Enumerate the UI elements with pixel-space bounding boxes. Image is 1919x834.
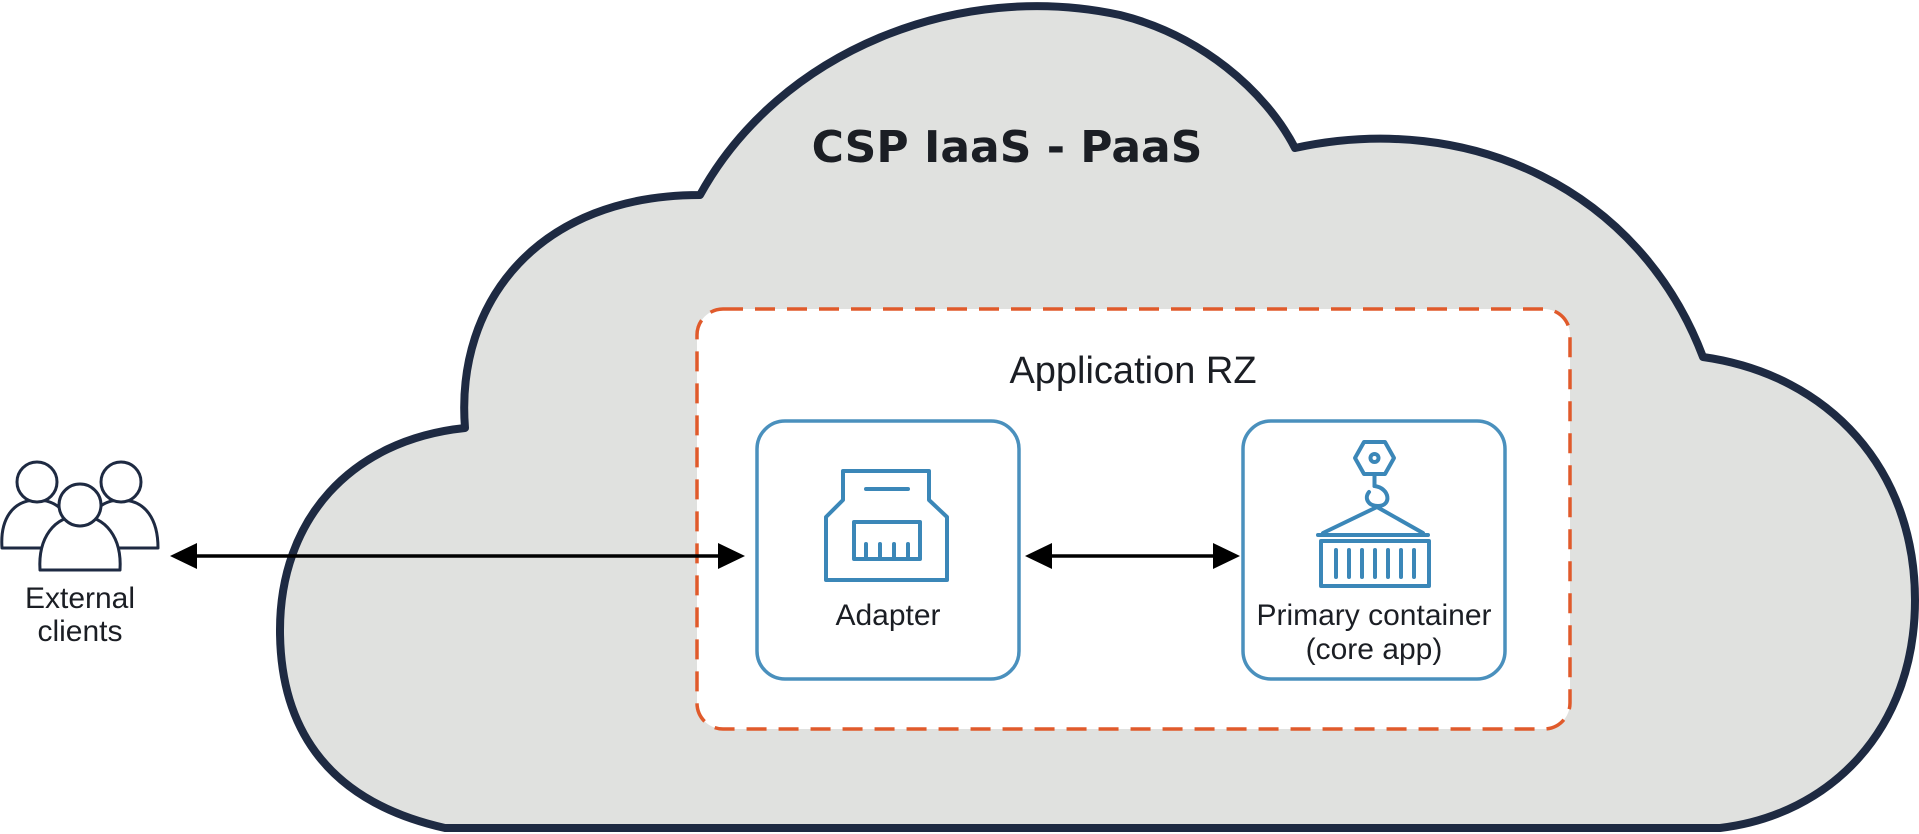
external-clients-label: External [25, 582, 135, 615]
adapter-label: Adapter [835, 599, 940, 632]
primary-container-label: Primary container [1256, 599, 1491, 632]
network-adapter-icon [824, 469, 949, 582]
clients-adapter-arrow [170, 543, 745, 569]
external-clients-sublabel: clients [37, 615, 122, 648]
cloud-title: CSP IaaS - PaaS [812, 122, 1203, 173]
primary-container-sublabel: (core app) [1306, 633, 1443, 666]
zone-title: Application RZ [1009, 350, 1256, 392]
adapter-primary-arrow [1025, 543, 1240, 569]
users-group-icon [0, 460, 160, 572]
crane-container-icon [1316, 440, 1431, 588]
adapter-box [755, 419, 1021, 681]
